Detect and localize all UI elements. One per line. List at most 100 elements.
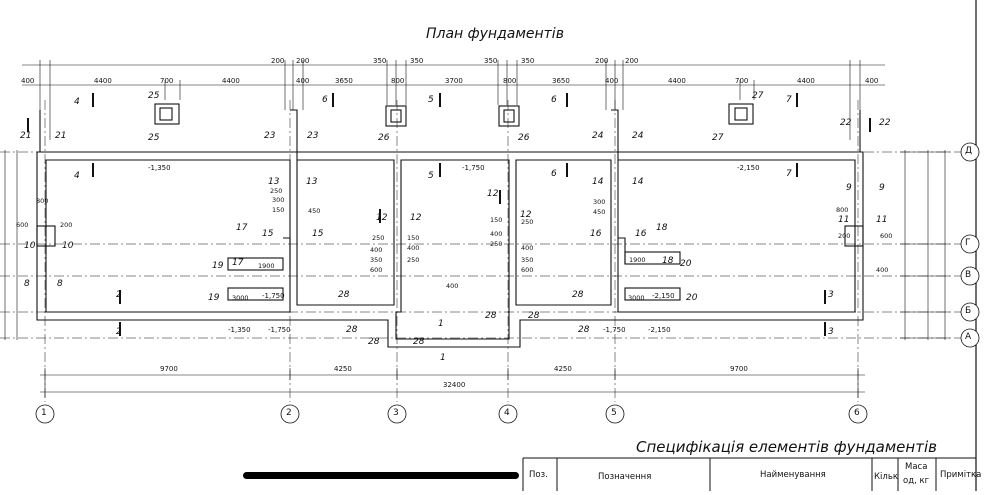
svg-text:22: 22 [840, 118, 852, 128]
svg-text:400: 400 [407, 244, 419, 252]
svg-text:27: 27 [712, 133, 724, 143]
svg-text:6: 6 [551, 95, 557, 105]
overall-dimension: 32400 [443, 381, 466, 389]
svg-text:16: 16 [590, 229, 602, 239]
dim-label: 3650 [552, 77, 570, 85]
svg-text:250: 250 [407, 256, 419, 264]
svg-text:600: 600 [16, 221, 28, 229]
svg-text:6: 6 [322, 95, 328, 105]
dim-label: 4400 [222, 77, 240, 85]
bay-dimension-1: 9700 [160, 365, 178, 373]
level-labels: -1,350 -1,350 -1,750 -1,750 -2,150 -2,15… [148, 164, 760, 334]
svg-text:25: 25 [148, 91, 160, 101]
svg-text:28: 28 [528, 311, 540, 321]
svg-text:9: 9 [846, 183, 852, 193]
svg-text:28: 28 [338, 290, 350, 300]
svg-text:150: 150 [407, 234, 419, 242]
axis-label-2: 2 [286, 408, 292, 418]
svg-text:14: 14 [632, 177, 644, 187]
right-dimension-lines [4, 150, 950, 340]
spec-col-qty: Кільк [874, 472, 898, 482]
svg-text:10: 10 [24, 241, 36, 251]
svg-text:300: 300 [272, 196, 284, 204]
dim-label: 4400 [94, 77, 112, 85]
svg-text:8: 8 [24, 279, 30, 289]
svg-text:23: 23 [264, 131, 276, 141]
svg-text:21: 21 [20, 131, 31, 141]
svg-text:17: 17 [232, 258, 244, 268]
spec-col-mass-1: Маса [905, 462, 928, 472]
svg-text:3: 3 [828, 290, 834, 300]
level-label: -1,750 [262, 292, 285, 300]
svg-text:450: 450 [593, 208, 605, 216]
dim-label: 3650 [335, 77, 353, 85]
svg-text:3000: 3000 [232, 294, 249, 302]
svg-text:200: 200 [60, 221, 72, 229]
dim-label: 700 [160, 77, 173, 85]
svg-text:17: 17 [236, 223, 248, 233]
svg-text:3: 3 [828, 327, 834, 337]
dim-label: 400 [605, 77, 618, 85]
dim-label: 200 [625, 57, 638, 65]
svg-text:400: 400 [876, 266, 888, 274]
svg-text:200: 200 [838, 232, 850, 240]
svg-text:24: 24 [632, 131, 644, 141]
dim-label: 700 [735, 77, 748, 85]
axis-bubbles-letter [960, 142, 980, 348]
dim-label: 350 [484, 57, 497, 65]
svg-text:800: 800 [836, 206, 848, 214]
axis-label-b: Б [965, 306, 972, 316]
svg-text:28: 28 [368, 337, 380, 347]
plan-title: План фундаментів [426, 26, 564, 42]
svg-text:23: 23 [307, 131, 319, 141]
spec-title: Специфікація елементів фундаментів [636, 438, 937, 456]
svg-text:10: 10 [62, 241, 74, 251]
svg-text:8: 8 [57, 279, 63, 289]
svg-text:800: 800 [36, 197, 48, 205]
svg-text:250: 250 [490, 240, 502, 248]
axis-label-3: 3 [393, 408, 399, 418]
svg-text:350: 350 [370, 256, 382, 264]
dim-label: 4400 [797, 77, 815, 85]
svg-text:12: 12 [410, 213, 422, 223]
spec-col-note: Примітка [940, 470, 982, 480]
svg-text:7: 7 [786, 169, 792, 179]
svg-text:450: 450 [308, 207, 320, 215]
svg-text:7: 7 [786, 95, 792, 105]
level-label: -2,150 [648, 326, 671, 334]
svg-text:28: 28 [578, 325, 590, 335]
svg-text:2: 2 [116, 290, 122, 300]
home-indicator-bar[interactable] [243, 472, 519, 479]
level-label: -2,150 [652, 292, 675, 300]
svg-text:19: 19 [208, 293, 220, 303]
bottom-dimension-lines [40, 368, 865, 398]
spec-col-pos: Поз. [529, 470, 548, 480]
svg-text:350: 350 [521, 256, 533, 264]
svg-text:26: 26 [378, 133, 390, 143]
spec-col-designation: Позначення [598, 472, 652, 482]
svg-text:20: 20 [680, 259, 692, 269]
svg-text:400: 400 [490, 230, 502, 238]
spec-col-mass-2: од, кг [903, 476, 930, 486]
axis-label-6: 6 [854, 408, 860, 418]
svg-text:400: 400 [521, 244, 533, 252]
top-dimension-labels: 400 4400 700 4400 200 200 400 3650 350 3… [21, 57, 878, 85]
dim-label: 800 [391, 77, 404, 85]
dim-label: 400 [296, 77, 309, 85]
svg-text:4: 4 [74, 97, 80, 107]
spec-table-grid [522, 457, 976, 491]
svg-text:25: 25 [148, 133, 160, 143]
svg-text:600: 600 [370, 266, 382, 274]
svg-text:12: 12 [487, 189, 499, 199]
axis-label-5: 5 [611, 408, 617, 418]
spec-col-name: Найменування [760, 470, 826, 480]
svg-text:13: 13 [306, 177, 318, 187]
svg-text:400: 400 [370, 246, 382, 254]
svg-text:12: 12 [520, 210, 532, 220]
svg-text:28: 28 [346, 325, 358, 335]
level-label: -1,350 [148, 164, 171, 172]
